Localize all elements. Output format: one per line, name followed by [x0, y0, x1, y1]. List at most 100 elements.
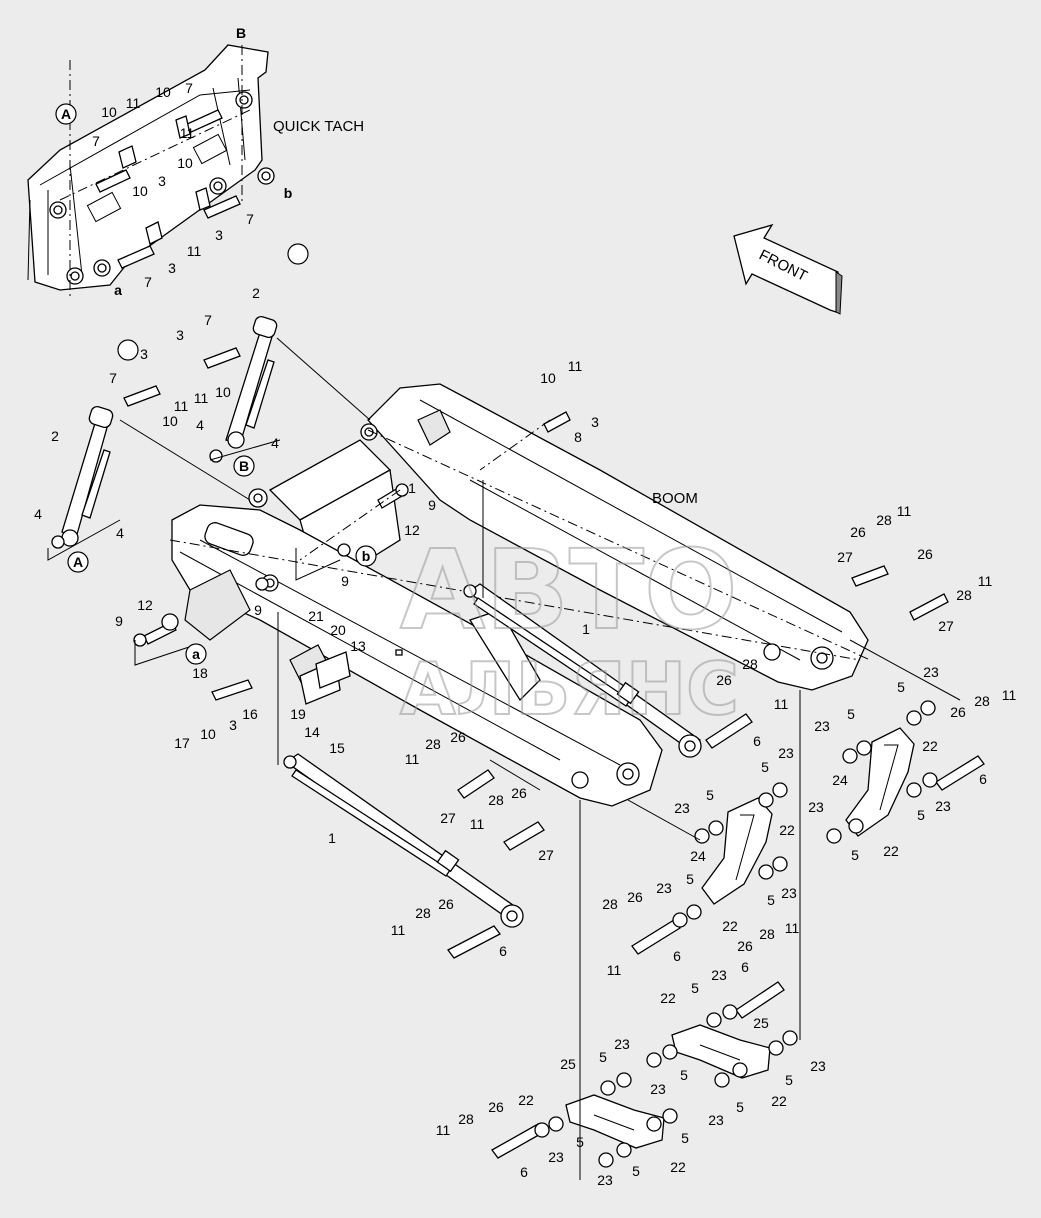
callout-28: 28	[956, 587, 972, 603]
callout-15: 15	[329, 740, 345, 756]
callout-28: 28	[488, 792, 504, 808]
callout-26: 26	[511, 785, 527, 801]
callout-6: 6	[520, 1164, 528, 1180]
callout-a: a	[114, 282, 122, 298]
callout-1: 1	[582, 621, 590, 637]
callout-b: b	[284, 185, 293, 201]
callout-25: 25	[560, 1056, 576, 1072]
link-25-lower	[565, 1094, 665, 1149]
ref-marker-B: B	[239, 458, 249, 474]
callout-5: 5	[897, 679, 905, 695]
tilt-cylinder-left	[61, 406, 114, 547]
callout-12: 12	[137, 597, 153, 613]
callout-11: 11	[607, 962, 622, 978]
callout-23: 23	[810, 1058, 826, 1074]
ref-marker-A: A	[73, 554, 83, 570]
callout-16: 16	[242, 706, 258, 722]
callout-4: 4	[34, 506, 42, 522]
callout-24: 24	[832, 772, 848, 788]
callout-20: 20	[330, 622, 346, 638]
callout-5: 5	[680, 1067, 688, 1083]
callout-11: 11	[405, 751, 420, 767]
callout-22: 22	[771, 1093, 787, 1109]
ref-marker-A-top: A	[61, 106, 71, 122]
callout-5: 5	[632, 1163, 640, 1179]
callout-17: 17	[174, 735, 190, 751]
callout-5: 5	[691, 980, 699, 996]
callout-18: 18	[192, 665, 208, 681]
callout-5: 5	[917, 807, 925, 823]
callout-11: 11	[180, 125, 195, 141]
callout-23: 23	[548, 1149, 564, 1165]
callout-4: 4	[116, 525, 124, 541]
callout-3: 3	[176, 327, 184, 343]
callout-23: 23	[708, 1112, 724, 1128]
callout-6: 6	[979, 771, 987, 787]
lift-cylinder-upper	[463, 583, 702, 758]
callout-10: 10	[101, 104, 117, 120]
callout-5: 5	[736, 1099, 744, 1115]
callout-27: 27	[938, 618, 954, 634]
callout-10: 10	[155, 84, 171, 100]
callout-11: 11	[978, 573, 993, 589]
callout-10: 10	[162, 413, 178, 429]
callout-11: 11	[126, 95, 141, 111]
callout-2: 2	[51, 428, 59, 444]
callout-5: 5	[686, 871, 694, 887]
bracket-assembly	[289, 644, 403, 705]
callout-22: 22	[722, 918, 738, 934]
callout-9: 9	[428, 497, 436, 513]
callout-26: 26	[850, 524, 866, 540]
callout-11: 11	[774, 696, 789, 712]
callout-10: 10	[215, 384, 231, 400]
callout-28: 28	[876, 512, 892, 528]
callout-5: 5	[785, 1072, 793, 1088]
callout-28: 28	[974, 693, 990, 709]
callout-11: 11	[194, 390, 209, 406]
callout-22: 22	[670, 1159, 686, 1175]
callout-11: 11	[1002, 687, 1017, 703]
callout-26: 26	[737, 938, 753, 954]
callout-10: 10	[540, 370, 556, 386]
ref-marker-a: a	[192, 646, 200, 662]
link-24-right	[845, 727, 915, 837]
watermark-line-1: АВТО	[400, 526, 738, 654]
callout-26: 26	[438, 896, 454, 912]
callout-6: 6	[673, 948, 681, 964]
callout-1: 1	[328, 830, 336, 846]
callout-B: B	[236, 25, 246, 41]
callout-28: 28	[458, 1111, 474, 1127]
callout-9: 9	[115, 613, 123, 629]
callout-28: 28	[742, 656, 758, 672]
callout-23: 23	[656, 880, 672, 896]
callout-9: 9	[341, 573, 349, 589]
callout-26: 26	[716, 672, 732, 688]
callout-6: 6	[741, 959, 749, 975]
callout-23: 23	[814, 718, 830, 734]
callout-23: 23	[781, 885, 797, 901]
callout-14: 14	[304, 724, 320, 740]
callout-5: 5	[576, 1134, 584, 1150]
callout-27: 27	[440, 810, 456, 826]
callout-24: 24	[690, 848, 706, 864]
callout-23: 23	[808, 799, 824, 815]
callout-3: 3	[158, 173, 166, 189]
callout-8: 8	[574, 429, 582, 445]
callout-23: 23	[778, 745, 794, 761]
callout-12: 12	[404, 522, 420, 538]
callout-23: 23	[935, 798, 951, 814]
callout-13: 13	[350, 638, 366, 654]
callout-26: 26	[450, 729, 466, 745]
callout-23: 23	[650, 1081, 666, 1097]
callout-11: 11	[470, 816, 485, 832]
callout-22: 22	[660, 990, 676, 1006]
callout-11: 11	[391, 922, 406, 938]
callout-28: 28	[602, 896, 618, 912]
front-arrow: FRONT	[733, 223, 843, 315]
callout-11: 11	[436, 1122, 451, 1138]
callout-5: 5	[851, 847, 859, 863]
callout-11: 11	[187, 243, 202, 259]
callout-5: 5	[706, 787, 714, 803]
callout-23: 23	[711, 967, 727, 983]
